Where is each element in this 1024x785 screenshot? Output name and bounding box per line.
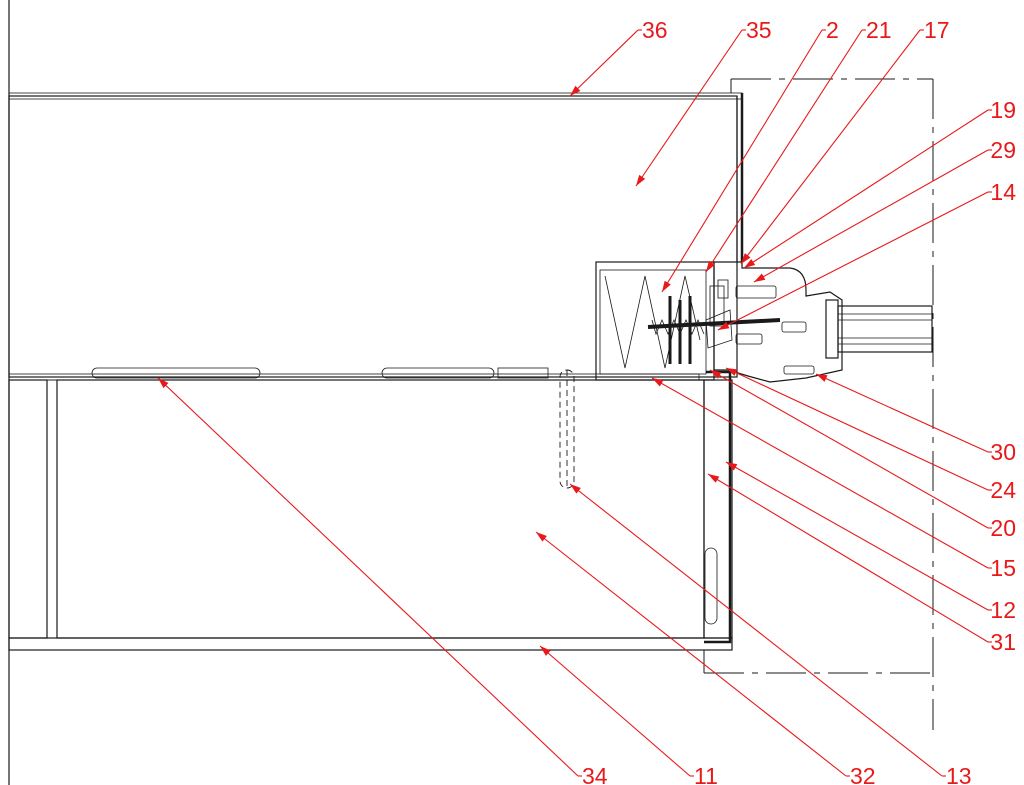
callout-label-12: 12 (990, 597, 1016, 623)
callout-leader-14 (717, 191, 989, 331)
callout-label-11: 11 (694, 763, 718, 785)
callout-arrowhead-29 (754, 273, 766, 282)
callout-arrowhead-36 (570, 85, 581, 96)
callout-label-20: 20 (990, 515, 1016, 541)
callout-arrowhead-14 (718, 321, 730, 330)
callout-arrowhead-35 (636, 174, 646, 186)
callout-label-2: 2 (826, 17, 839, 43)
callout-label-21: 21 (866, 17, 892, 43)
callout-leader-19 (743, 109, 989, 269)
callout-arrowhead-11 (540, 646, 551, 656)
callout-leader-17 (740, 29, 921, 265)
callout-29: 29 (753, 137, 1016, 283)
callout-leader-11 (539, 645, 691, 777)
callout-14: 14 (717, 179, 1016, 331)
callout-arrowhead-20 (710, 370, 722, 379)
callout-arrowhead-17 (741, 253, 751, 264)
callout-arrowhead-32 (536, 532, 547, 542)
callout-leader-34 (157, 377, 579, 777)
callout-arrowhead-13 (570, 484, 581, 494)
callout-17: 17 (740, 17, 950, 265)
callout-label-24: 24 (990, 477, 1016, 503)
callout-35: 35 (635, 17, 772, 187)
callout-30: 30 (815, 373, 1016, 465)
callout-31: 31 (707, 473, 1016, 655)
callout-leader-29 (753, 149, 989, 283)
callout-leader-2 (661, 29, 823, 293)
callout-36: 36 (569, 17, 668, 97)
callout-21: 21 (705, 17, 892, 273)
opening-outline (703, 78, 934, 730)
anchor-dowel (559, 369, 575, 489)
callout-12: 12 (725, 461, 1016, 623)
callout-label-34: 34 (582, 763, 608, 785)
callout-leader-24 (725, 367, 989, 491)
callout-label-13: 13 (946, 763, 972, 785)
callout-leader-12 (725, 461, 989, 611)
adhesive-dab-left (91, 367, 261, 379)
callout-24: 24 (725, 367, 1016, 503)
callout-19: 19 (743, 97, 1016, 269)
callout-arrowhead-12 (726, 462, 738, 471)
callout-arrowhead-21 (706, 260, 715, 272)
callout-leader-36 (569, 29, 639, 97)
reveal-plaster (703, 379, 733, 639)
callout-label-15: 15 (990, 555, 1016, 581)
callout-arrowhead-15 (652, 378, 664, 387)
callout-leader-32 (535, 531, 847, 777)
callout-label-32: 32 (850, 763, 876, 785)
callout-leader-21 (705, 29, 863, 273)
callout-leader-13 (569, 483, 943, 777)
callout-arrowhead-2 (662, 280, 671, 292)
callout-layer: 36 35 2 21 17 19 29 14 30 24 20 15 12 31 34 11 32 13 (157, 17, 1016, 785)
callout-leader-20 (709, 369, 989, 529)
callout-label-36: 36 (642, 17, 668, 43)
callout-leader-30 (815, 373, 989, 453)
callout-arrowhead-30 (816, 374, 828, 382)
callout-label-19: 19 (990, 97, 1016, 123)
callout-arrowhead-34 (158, 378, 169, 389)
callout-label-14: 14 (990, 179, 1016, 205)
callout-arrowhead-24 (726, 368, 738, 376)
callout-arrowhead-19 (744, 258, 756, 268)
callout-label-31: 31 (990, 629, 1016, 655)
callout-arrowhead-31 (708, 474, 720, 483)
callout-leader-15 (651, 377, 989, 569)
bottom-plaster-layer (8, 637, 733, 651)
callout-leader-35 (635, 29, 743, 187)
callout-11: 11 (539, 645, 718, 785)
adhesive-dab-edge (497, 367, 549, 379)
callout-34: 34 (157, 377, 608, 785)
callout-13: 13 (569, 483, 972, 785)
callout-2: 2 (661, 17, 839, 293)
glazing-unit (837, 305, 933, 353)
window-profile (713, 261, 843, 383)
callout-label-35: 35 (746, 17, 772, 43)
callout-32: 32 (535, 531, 876, 785)
adhesive-dab-right (381, 367, 495, 379)
callout-label-30: 30 (990, 439, 1016, 465)
callout-label-29: 29 (990, 137, 1016, 163)
callout-20: 20 (709, 369, 1016, 541)
callout-label-17: 17 (924, 17, 950, 43)
callout-leader-31 (707, 473, 989, 643)
insulation-slab (8, 92, 744, 378)
callout-15: 15 (651, 377, 1016, 581)
masonry-wall-panel (8, 372, 733, 651)
